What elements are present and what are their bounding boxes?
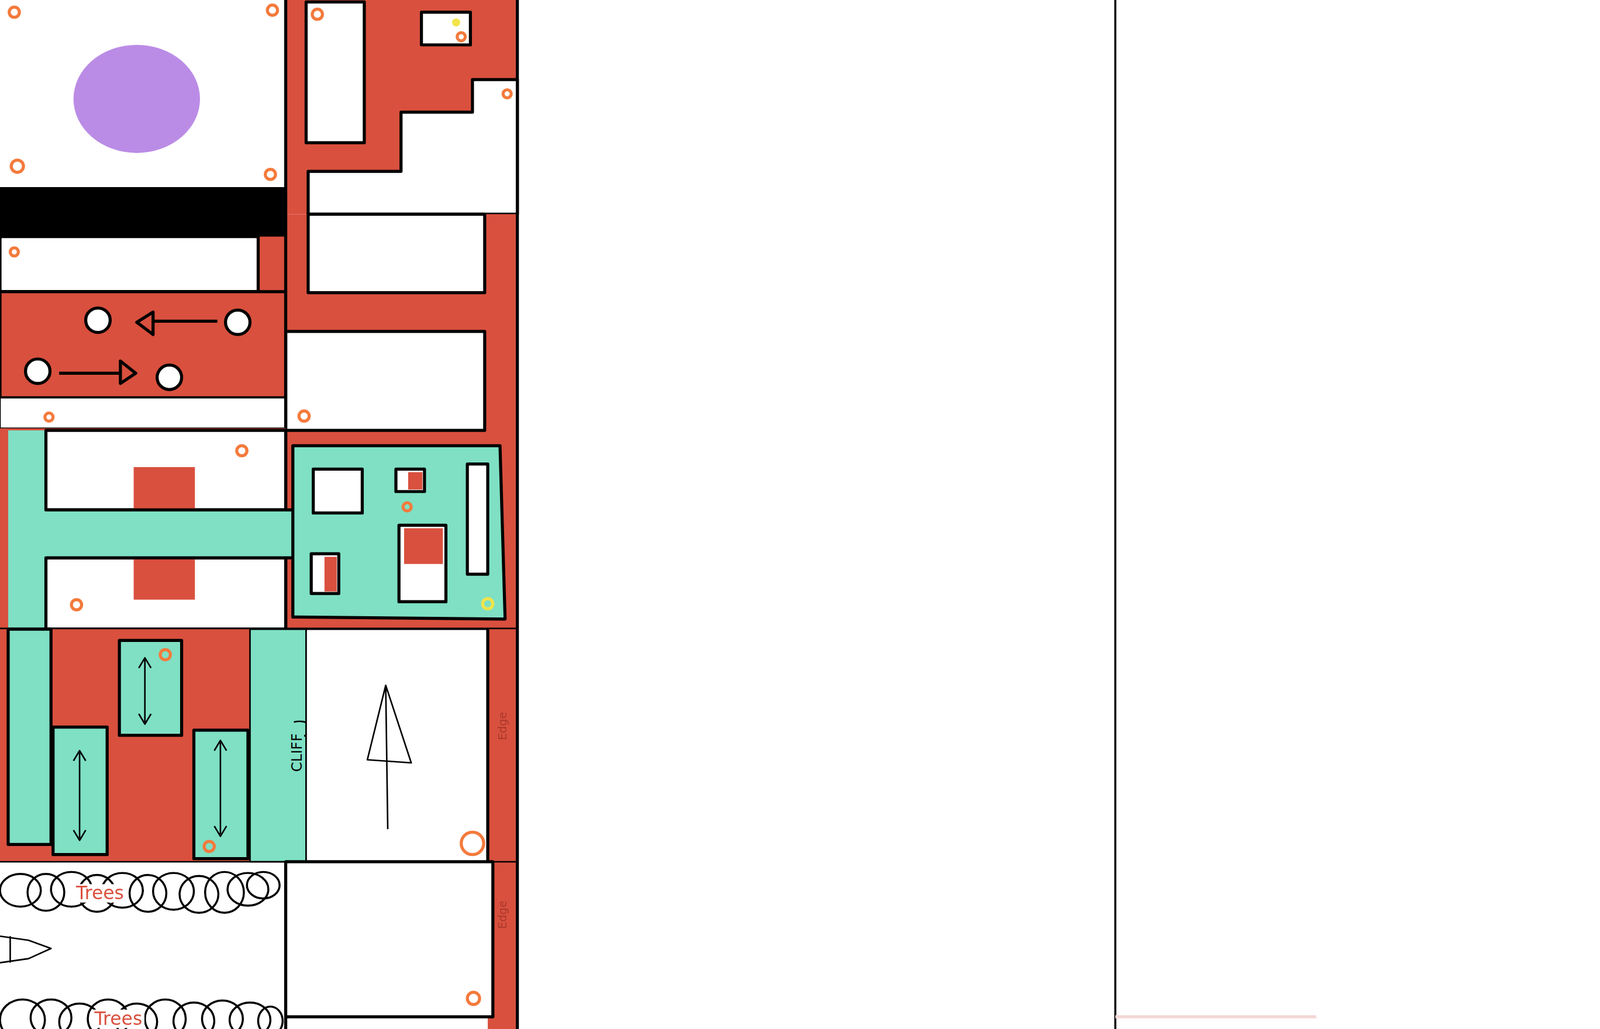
- tree-row: [0, 871, 280, 913]
- portal-pad: [73, 45, 200, 154]
- red-block: [133, 467, 196, 510]
- double-arrow: [214, 740, 227, 837]
- platform-node: [225, 309, 251, 335]
- pickup-rings-part: [11, 160, 24, 173]
- room-floor: [421, 12, 471, 46]
- water-strip: [8, 629, 51, 845]
- room-wall: [485, 629, 489, 862]
- window: [467, 464, 488, 575]
- tree-row-part: [229, 1002, 271, 1029]
- edge-label: Edge: [497, 898, 509, 931]
- tree-row-part: [27, 874, 65, 912]
- edge-label: Edge: [497, 709, 509, 743]
- faint-line: [1115, 1015, 1317, 1019]
- pickup-rings-part: [71, 600, 82, 610]
- red-ground: [0, 291, 286, 398]
- yellow-ring: [482, 598, 493, 609]
- moving-platform: [53, 727, 108, 855]
- pickup-rings-part: [402, 502, 412, 512]
- red-block: [404, 528, 443, 565]
- pickup-rings-part: [45, 412, 54, 422]
- path-arrow: [0, 936, 51, 963]
- bridge-edge: [46, 508, 293, 512]
- double-arrow: [138, 657, 151, 724]
- pickup-rings-part: [9, 247, 19, 257]
- moving-platform: [194, 730, 248, 860]
- bridge-edge: [46, 556, 293, 560]
- room-floor: [305, 629, 488, 862]
- room-floor: [0, 0, 284, 187]
- window: [311, 553, 339, 594]
- room-floor: [308, 214, 485, 293]
- red-block: [133, 557, 196, 600]
- tree-row-part: [205, 871, 244, 913]
- tree-label: Trees: [74, 884, 127, 903]
- tree-row-part: [145, 999, 186, 1029]
- pickup-rings-part: [236, 445, 247, 456]
- red-block: [324, 556, 337, 592]
- water-building: [292, 445, 506, 620]
- red-block: [408, 472, 423, 491]
- direction-arrow: [367, 685, 412, 830]
- move-arrow: [136, 312, 218, 335]
- red-ground: [0, 629, 306, 862]
- pickup-rings-part: [204, 841, 215, 852]
- double-arrow: [73, 750, 86, 841]
- room-floor: [285, 331, 485, 431]
- pickup-rings-part: [160, 649, 171, 660]
- pickup-rings-part: [298, 411, 309, 422]
- tree-label: Trees: [92, 1009, 145, 1029]
- pickup-rings: [9, 5, 512, 1005]
- move-arrow: [59, 360, 136, 384]
- platform-node: [85, 308, 111, 333]
- pickup-rings-part: [265, 169, 276, 180]
- cliff-label: CLIFF: [290, 731, 305, 775]
- room-floor: [285, 861, 493, 1017]
- window: [398, 525, 446, 602]
- window: [395, 469, 425, 492]
- room-floor: [0, 236, 258, 292]
- map-border: [515, 0, 519, 1029]
- platform-node: [25, 359, 51, 384]
- moving-platform: [119, 640, 182, 736]
- tree-row-part: [30, 999, 72, 1029]
- tree-row-part: [246, 871, 280, 899]
- red-ground: [285, 0, 518, 215]
- room-floor: [46, 557, 286, 630]
- pickup-rings-part: [312, 9, 323, 20]
- platform-node: [157, 364, 182, 390]
- level-map-part: [0, 0, 1317, 1029]
- room-floor: [46, 430, 286, 510]
- red-ground: [285, 214, 518, 643]
- tree-row-part: [257, 1007, 283, 1029]
- pickup-rings-part: [467, 992, 480, 1005]
- tree-row-part: [201, 1000, 243, 1029]
- room-floor: [305, 1, 364, 143]
- pickup-rings-part: [502, 89, 512, 98]
- pickup-rings-part: [457, 32, 466, 41]
- pickup-rings-part: [9, 7, 20, 17]
- stair-floor: [308, 79, 518, 215]
- tree-row: [0, 999, 283, 1029]
- wall-band: [0, 188, 284, 237]
- room-floor: [0, 397, 286, 429]
- map-border: [1114, 0, 1116, 1029]
- cliff-strip: [250, 629, 307, 862]
- yellow-dot: [452, 18, 461, 27]
- pickup-rings-part: [461, 832, 484, 855]
- water-bridge: [46, 509, 293, 558]
- window: [313, 469, 363, 513]
- red-ground: [257, 236, 286, 295]
- pickup-rings-part: [267, 5, 278, 16]
